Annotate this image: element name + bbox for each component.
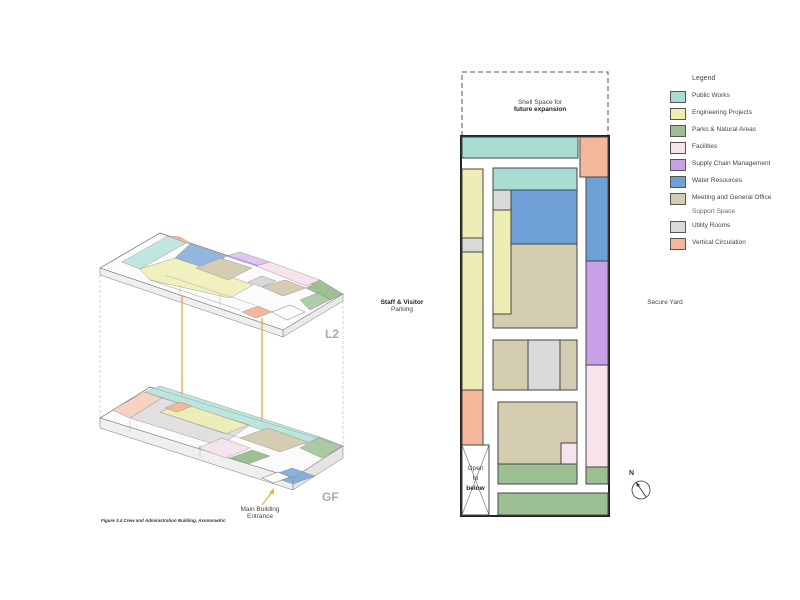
gf-meeting-office bbox=[239, 427, 309, 453]
plan-meeting-office-mid-left bbox=[492, 339, 529, 391]
plan-utility-mid bbox=[527, 339, 561, 391]
gf-parks-b bbox=[299, 436, 344, 459]
plan-utility-left bbox=[461, 237, 484, 253]
legend-support-space: Support Space bbox=[692, 208, 736, 215]
secure-yard-label: Secure Yard bbox=[647, 299, 683, 306]
gf-entrance-box bbox=[261, 471, 291, 484]
plan-parks-right bbox=[585, 466, 609, 485]
legend-label: Vertical Circulation bbox=[692, 239, 746, 246]
plan-vertical-circulation-left bbox=[461, 389, 484, 446]
figure-caption: Figure 3.4 Crew and Administration Build… bbox=[101, 518, 226, 523]
l2-open bbox=[271, 304, 306, 321]
plan-vertical-circulation-top bbox=[579, 136, 609, 178]
plan-engineering-left-top bbox=[461, 168, 484, 239]
plan-supply-chain bbox=[585, 260, 609, 366]
shell-space-outline bbox=[461, 71, 609, 136]
legend-swatch bbox=[670, 125, 686, 137]
legend-label: Public Works bbox=[692, 92, 730, 99]
entrance-label: Main Building Entrance bbox=[225, 506, 295, 520]
legend-label: Water Resources bbox=[692, 177, 742, 184]
gf-vertical-circulation-b bbox=[164, 401, 193, 413]
open-cross bbox=[461, 444, 490, 516]
l2-slab-front bbox=[99, 267, 284, 338]
gf-facilities bbox=[197, 437, 251, 459]
axon-ground-level bbox=[99, 385, 344, 491]
entrance-line2: Entrance bbox=[246, 513, 274, 520]
legend-swatch bbox=[670, 108, 686, 120]
plan-water-resources-center bbox=[510, 189, 578, 245]
legend-label: Engineering Projects bbox=[692, 109, 752, 116]
floor-plan bbox=[460, 71, 610, 517]
entrance-arrow bbox=[261, 491, 273, 506]
legend-label: Parks & Natural Areas bbox=[692, 126, 756, 133]
parking-label: Staff & Visitor Parking bbox=[367, 299, 437, 313]
l2-wall bbox=[149, 279, 241, 311]
plan-parks-bottom bbox=[497, 492, 609, 516]
legend-title: Legend bbox=[692, 75, 716, 82]
north-arrow bbox=[631, 480, 651, 500]
legend-label: Supply Chain Management bbox=[692, 160, 771, 167]
shell-space-line1: Shell Space for bbox=[517, 99, 563, 106]
l2-utility bbox=[247, 275, 277, 288]
shell-space-label: Shell Space for future expansion bbox=[490, 99, 590, 113]
plan-facilities-right bbox=[585, 364, 609, 468]
legend-swatch bbox=[670, 91, 686, 103]
plan-parks-lower bbox=[497, 463, 578, 485]
open-line2: to bbox=[472, 475, 479, 482]
parking-line2: Parking bbox=[390, 306, 414, 313]
legend-label: Facilities bbox=[692, 143, 718, 150]
legend-swatch bbox=[670, 159, 686, 171]
gf-water-resources bbox=[269, 467, 316, 485]
open-to-below-label: Open to below bbox=[462, 464, 489, 494]
shell-space-line2: future expansion bbox=[513, 106, 567, 113]
entrance-arrowhead bbox=[269, 488, 274, 494]
axon-upper-level bbox=[99, 232, 344, 338]
gf-parks bbox=[229, 449, 271, 465]
level-label-ground: GF bbox=[322, 490, 339, 504]
legend-swatch bbox=[670, 238, 686, 250]
north-circle bbox=[631, 480, 651, 500]
legend-swatch bbox=[670, 221, 686, 233]
l2-wall bbox=[164, 274, 256, 306]
open-line1: Open bbox=[467, 465, 484, 472]
entrance-line1: Main Building bbox=[240, 506, 280, 513]
gf-wall bbox=[159, 411, 241, 439]
l2-parks-b bbox=[299, 291, 331, 311]
legend-label: Utility Rooms bbox=[692, 222, 731, 229]
plan-utility-center bbox=[492, 189, 512, 211]
plan-public-works-center bbox=[492, 167, 578, 191]
level-label-upper: L2 bbox=[325, 327, 340, 341]
plan-public-works-top bbox=[461, 136, 579, 159]
legend-swatch bbox=[670, 176, 686, 188]
legend-swatch bbox=[670, 193, 686, 205]
plan-meeting-office-mid-right bbox=[559, 339, 578, 391]
plan-water-resources-right bbox=[585, 176, 609, 262]
plan-engineering-center bbox=[492, 209, 512, 315]
plan-facilities-lower bbox=[560, 442, 578, 465]
plan-engineering-left-bottom bbox=[461, 251, 484, 391]
parking-line1: Staff & Visitor bbox=[380, 299, 424, 306]
open-line3: below bbox=[466, 485, 485, 492]
legend-label: Meeting and General Office bbox=[692, 194, 772, 201]
north-needle-head bbox=[636, 482, 640, 487]
north-label: N bbox=[629, 470, 635, 477]
l2-meeting-office bbox=[195, 257, 253, 281]
legend-swatch bbox=[670, 142, 686, 154]
l2-vertical-circulation-a bbox=[167, 235, 193, 245]
